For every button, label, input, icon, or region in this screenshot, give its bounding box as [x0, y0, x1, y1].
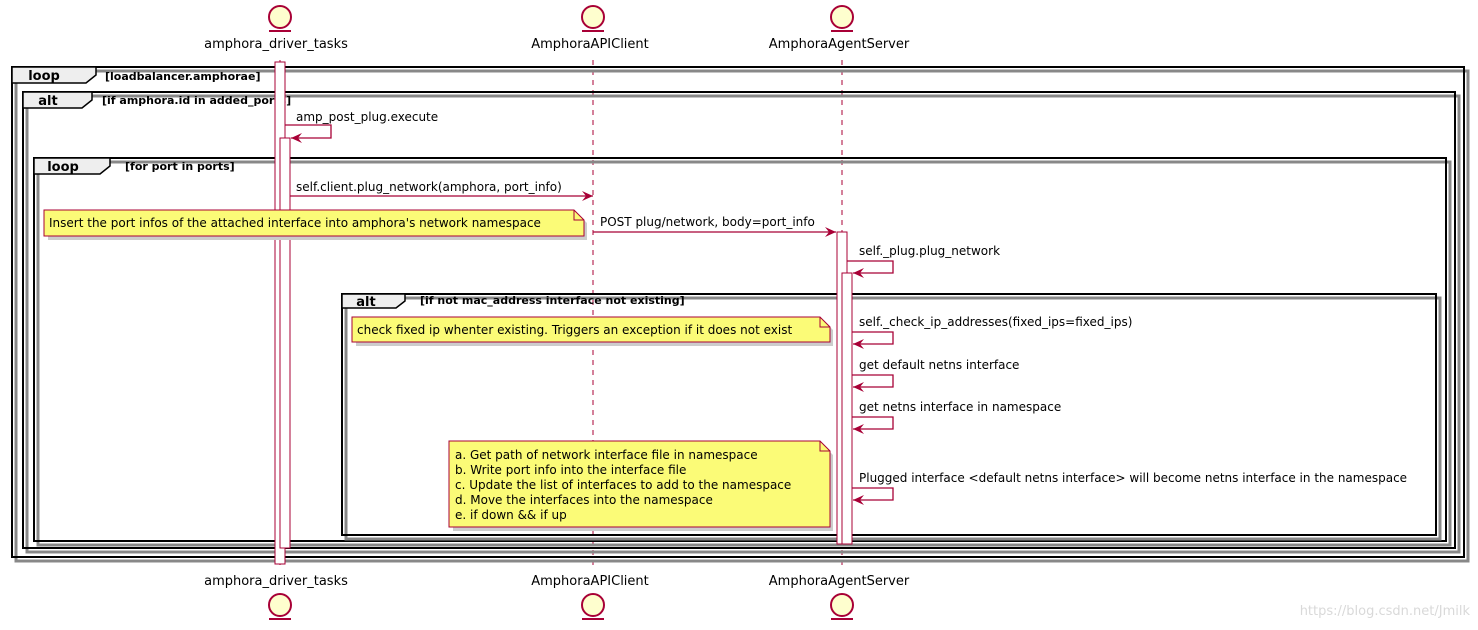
message-client-plug-network: self.client.plug_network(amphora, port_i…	[290, 180, 593, 201]
entity-icon	[581, 593, 605, 617]
note-text-line: d. Move the interfaces into the namespac…	[455, 493, 713, 507]
participant-amphora-agent-server-bottom: AmphoraAgentServer	[769, 574, 910, 620]
note-text-line: e. if down && if up	[455, 508, 567, 522]
fragment-condition: [loadbalancer.amphorae]	[105, 70, 260, 83]
fragment-alt-inner: alt [if not mac_address interface not ex…	[341, 293, 1442, 541]
message-arrow	[852, 331, 894, 349]
notes: Insert the port infos of the attached in…	[43, 209, 833, 531]
note-text-line: c. Update the list of interfaces to add …	[455, 478, 791, 492]
messages: amp_post_plug.execute self.client.plug_n…	[285, 110, 1407, 505]
message-amp-post-plug-execute: amp_post_plug.execute	[285, 110, 438, 143]
participant-name: AmphoraAgentServer	[769, 37, 910, 52]
participant-amphora-api-client-top: AmphoraAPIClient	[531, 5, 649, 52]
activations	[274, 61, 853, 565]
note-check-fixed-ip: check fixed ip whenter existing. Trigger…	[351, 316, 833, 346]
message-label: self._plug.plug_network	[859, 244, 1000, 258]
participant-amphora-driver-tasks-bottom: amphora_driver_tasks	[204, 574, 348, 620]
fragment-shadow	[36, 160, 1452, 547]
fragment-border	[341, 293, 1437, 536]
entity-icon	[268, 593, 292, 617]
fragment-condition: [if amphora.id in added_ports]	[102, 94, 291, 107]
entity-icon	[830, 593, 854, 617]
activation-bar-driver-inner	[279, 137, 291, 549]
message-arrow	[852, 416, 894, 434]
activation-bar-agent-inner	[841, 272, 853, 545]
message-arrow	[852, 487, 894, 505]
message-label: get netns interface in namespace	[859, 400, 1061, 414]
fragment-keyword: alt	[356, 295, 375, 310]
participant-name: amphora_driver_tasks	[204, 37, 348, 52]
fragment-keyword: alt	[38, 94, 57, 109]
message-label: self._check_ip_addresses(fixed_ips=fixed…	[859, 315, 1132, 329]
message-arrow	[852, 374, 894, 392]
watermark: https://blog.csdn.net/Jmilk	[1300, 604, 1471, 619]
note-text-line: a. Get path of network interface file in…	[455, 448, 758, 462]
participant-name: AmphoraAPIClient	[531, 574, 649, 589]
message-label: POST plug/network, body=port_info	[600, 215, 815, 229]
message-plugged-interface: Plugged interface <default netns interfa…	[852, 471, 1407, 505]
entity-icon	[268, 5, 292, 29]
note-insert-port-infos: Insert the port infos of the attached in…	[43, 209, 587, 240]
fragment-tab	[11, 66, 97, 84]
note-fold	[819, 441, 830, 452]
fragment-loop-outer: loop [loadbalancer.amphorae]	[11, 66, 1470, 563]
fragment-loop-inner: loop [for port in ports]	[33, 157, 1452, 547]
note-body	[43, 209, 585, 237]
message-get-default-netns-interface: get default netns interface	[852, 358, 1019, 392]
message-check-ip-addresses: self._check_ip_addresses(fixed_ips=fixed…	[852, 315, 1132, 349]
fragment-condition: [for port in ports]	[125, 160, 235, 173]
message-label: get default netns interface	[859, 358, 1019, 372]
participant-name: amphora_driver_tasks	[204, 574, 348, 589]
fragment-border	[33, 157, 1447, 542]
note-fold	[573, 210, 584, 221]
fragment-shadow	[25, 94, 1461, 554]
fragment-keyword: loop	[47, 160, 79, 175]
participant-amphora-agent-server-top: AmphoraAgentServer	[769, 5, 910, 52]
entity-icon	[830, 5, 854, 29]
fragment-tab	[33, 157, 111, 175]
message-arrow	[847, 260, 894, 278]
note-fold	[819, 317, 830, 328]
participant-name: AmphoraAgentServer	[769, 574, 910, 589]
fragment-border	[11, 66, 1465, 558]
participant-amphora-driver-tasks-top: amphora_driver_tasks	[204, 5, 348, 52]
fragment-tab	[341, 293, 406, 309]
participant-amphora-api-client-bottom: AmphoraAPIClient	[531, 574, 649, 620]
message-arrow	[285, 124, 332, 143]
note-text: check fixed ip whenter existing. Trigger…	[357, 323, 792, 337]
entity-icon	[581, 5, 605, 29]
note-text-line: b. Write port info into the interface fi…	[455, 463, 686, 477]
message-plug-plug-network: self._plug.plug_network	[847, 244, 1000, 278]
note-text: Insert the port infos of the attached in…	[49, 216, 541, 230]
message-label: amp_post_plug.execute	[296, 110, 438, 124]
note-body	[448, 440, 831, 528]
fragment-tab	[22, 91, 93, 109]
message-label: self.client.plug_network(amphora, port_i…	[296, 180, 562, 194]
fragment-alt-outer: alt [if amphora.id in added_ports]	[22, 91, 1461, 554]
message-get-netns-interface-in-namespace: get netns interface in namespace	[852, 400, 1061, 434]
participant-name: AmphoraAPIClient	[531, 37, 649, 52]
fragment-border	[22, 91, 1456, 549]
fragment-keyword: loop	[28, 69, 60, 84]
note-interface-steps: a. Get path of network interface file in…	[448, 440, 833, 531]
fragment-shadow	[14, 69, 1470, 563]
message-label: Plugged interface <default netns interfa…	[859, 471, 1407, 485]
message-post-plug-network: POST plug/network, body=port_info	[593, 215, 836, 237]
note-body	[351, 316, 831, 343]
fragment-shadow	[344, 296, 1442, 541]
fragment-condition: [if not mac_address interface not existi…	[420, 294, 685, 307]
